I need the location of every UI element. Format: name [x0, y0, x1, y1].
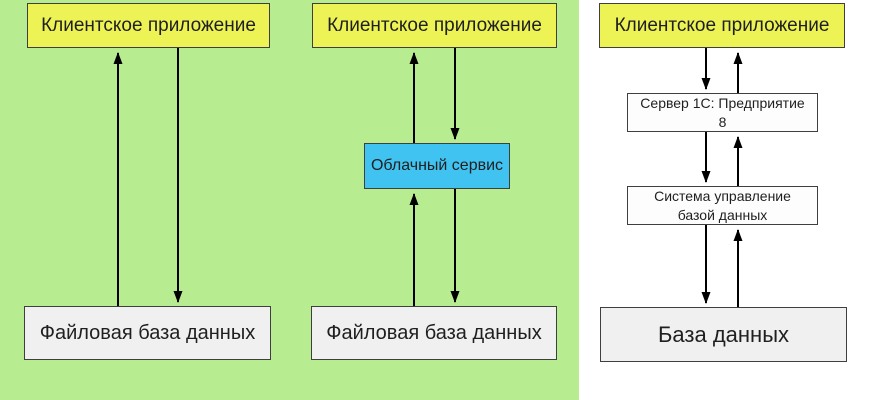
panel3-dbms-box: Система управление базой данных [627, 186, 818, 225]
panel2-client-application-box: Клиентское приложение [312, 3, 557, 48]
panel3-database-box: База данных [600, 307, 847, 362]
panel1-client-application-box: Клиентское приложение [27, 3, 270, 48]
panel1-file-database-box: Файловая база данных [24, 306, 271, 360]
panel3-client-application-box: Клиентское приложение [599, 3, 845, 48]
panel2-file-database-box: Файловая база данных [311, 306, 557, 360]
panel2-cloud-service-box: Облачный сервис [364, 143, 510, 189]
panel3-server-1c-box: Сервер 1С: Предприятие 8 [627, 93, 818, 132]
